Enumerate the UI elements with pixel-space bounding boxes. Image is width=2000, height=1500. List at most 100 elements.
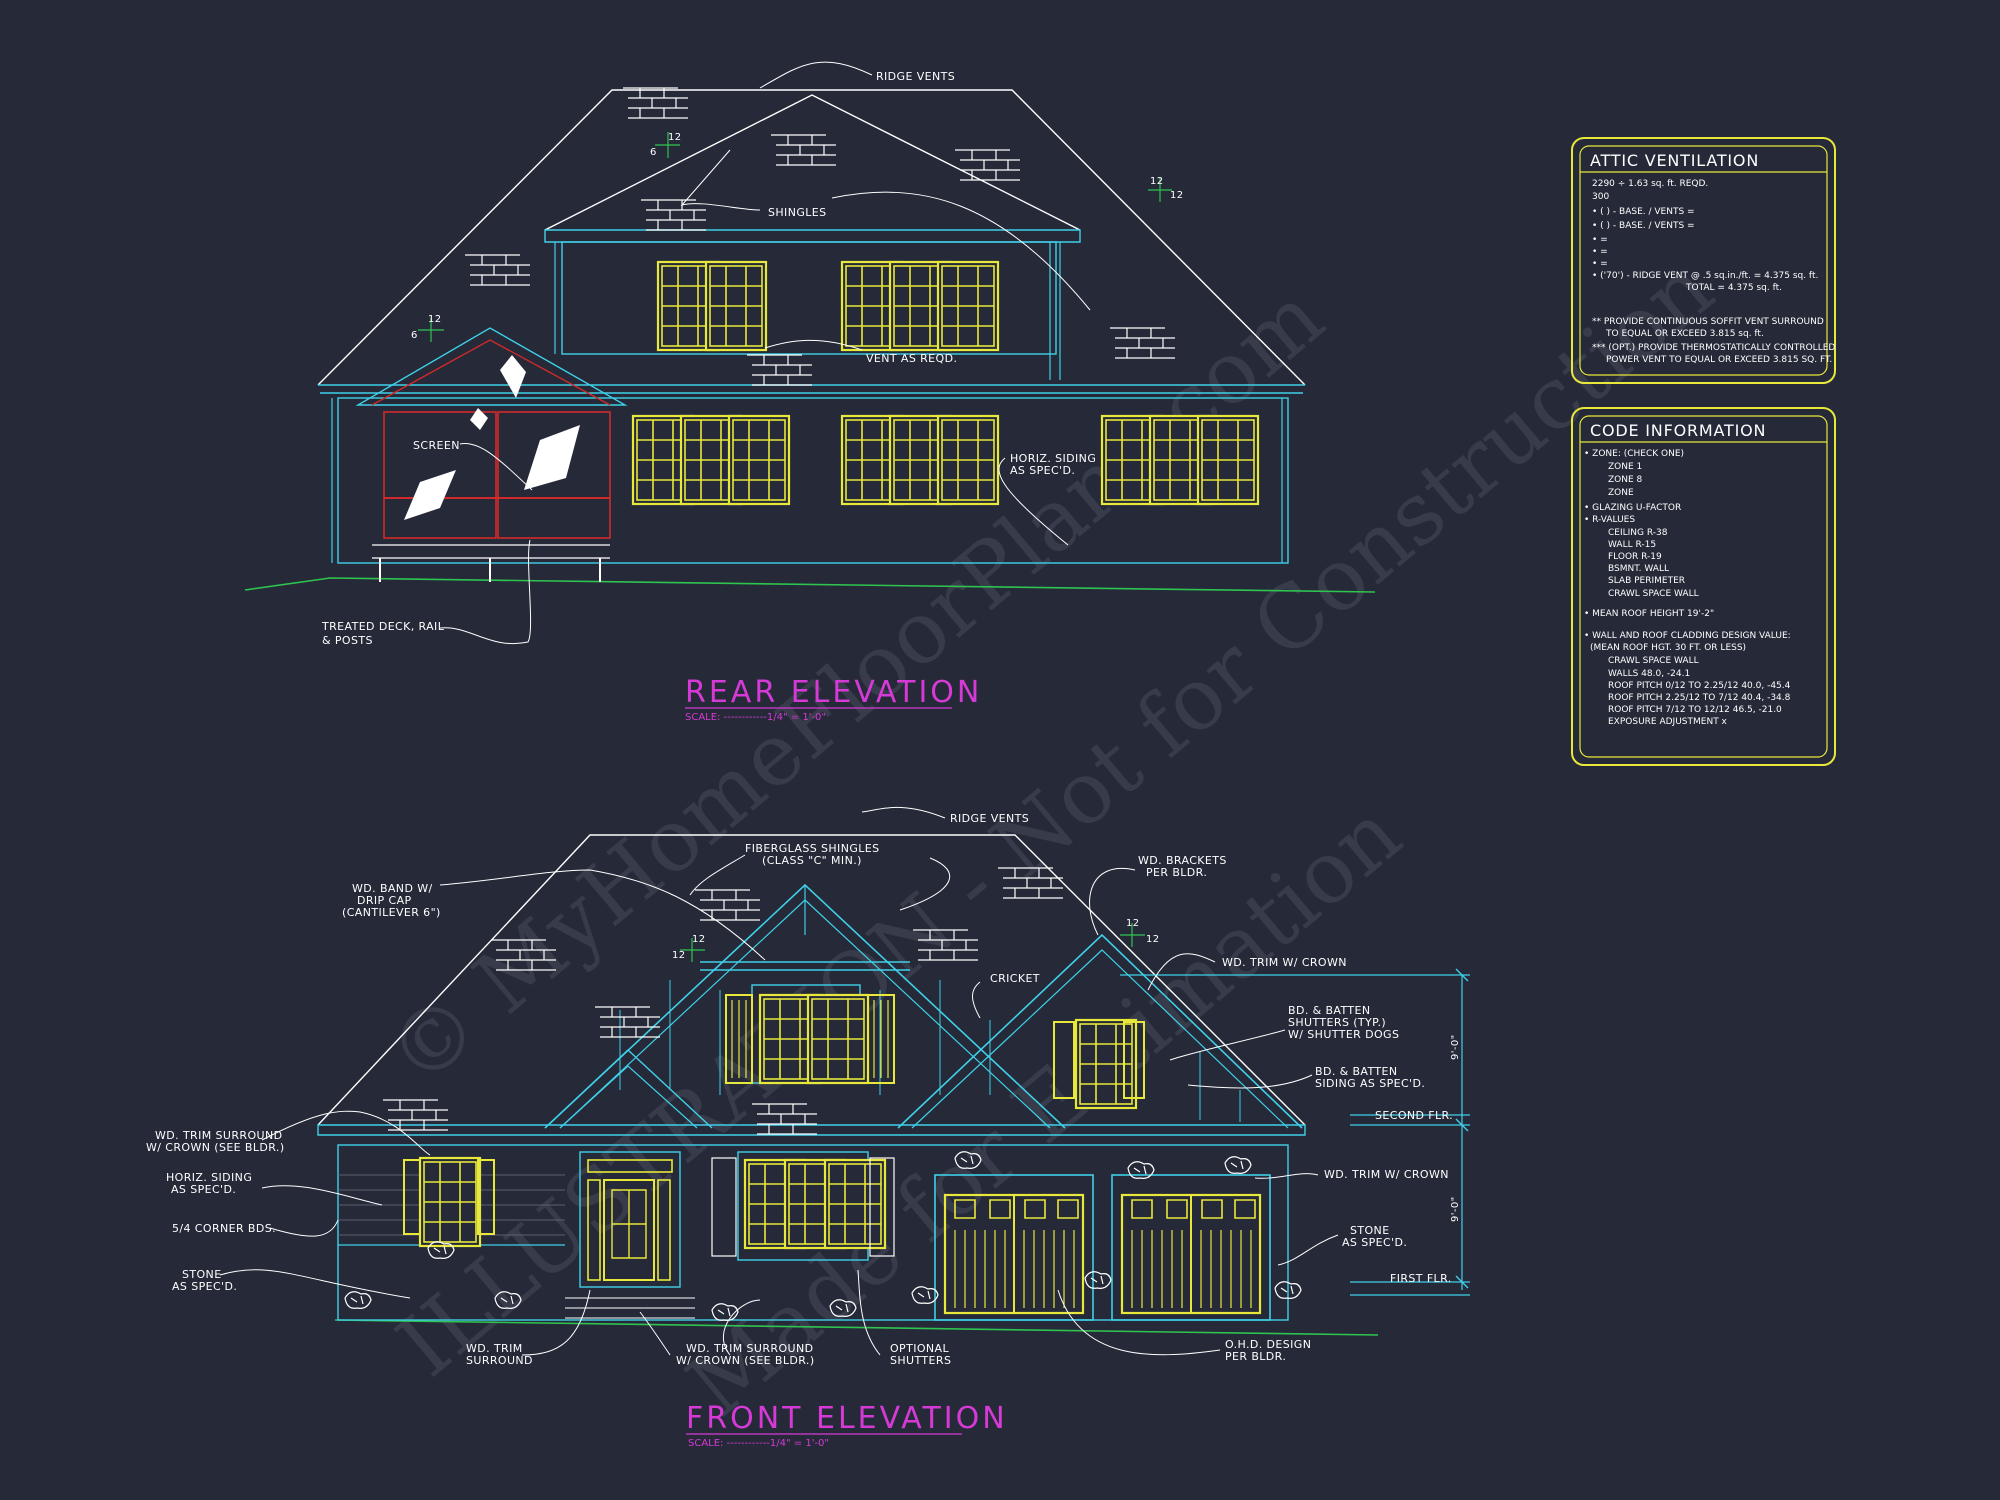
- code-line: WALL R-15: [1608, 540, 1656, 550]
- code-line: • WALL AND ROOF CLADDING DESIGN VALUE:: [1584, 631, 1791, 641]
- attic-line: 2290 ÷ 1.63 sq. ft. REQD.: [1592, 179, 1708, 189]
- label-deck: TREATED DECK, RAIL: [321, 620, 445, 633]
- watermark: © MyHomeFloorPlans.com ILLUSTRATION - No…: [369, 238, 1732, 1436]
- code-line: CRAWL SPACE WALL: [1608, 589, 1699, 599]
- code-line: ROOF PITCH 0/12 TO 2.25/12 40.0, -45.4: [1608, 681, 1791, 691]
- attic-line: TOTAL = 4.375 sq. ft.: [1685, 283, 1782, 293]
- attic-line: TO EQUAL OR EXCEED 3.815 sq. ft.: [1605, 329, 1764, 339]
- code-line: SLAB PERIMETER: [1608, 576, 1685, 586]
- rear-elevation-scale: SCALE: ------------1/4" = 1'-0": [685, 712, 826, 723]
- attic-line: ** PROVIDE CONTINUOUS SOFFIT VENT SURROU…: [1592, 317, 1824, 327]
- pitch-run: 6: [650, 147, 657, 158]
- code-line: • MEAN ROOF HEIGHT 19'-2": [1584, 609, 1714, 619]
- attic-line: POWER VENT TO EQUAL OR EXCEED 3.815 SQ. …: [1606, 355, 1832, 365]
- code-line: ROOF PITCH 7/12 TO 12/12 46.5, -21.0: [1608, 705, 1782, 715]
- pitch-rise: 12: [428, 314, 442, 325]
- dim-upper: 9'-0": [1450, 1034, 1461, 1060]
- code-line: • ZONE: (CHECK ONE): [1584, 449, 1684, 459]
- code-line: EXPOSURE ADJUSTMENT x: [1608, 717, 1728, 727]
- rear-elevation: 12 6 12 6 12 12 RIDGE VENTS SHINGLES VEN…: [244, 61, 1376, 723]
- label-optional-shutters: OPTIONAL: [890, 1342, 949, 1355]
- front-main-roof: [317, 834, 1306, 1126]
- label-wd-band: WD. BAND W/: [352, 882, 433, 895]
- code-line: ZONE 8: [1608, 475, 1643, 485]
- rear-elevation-title: REAR ELEVATION: [685, 675, 982, 710]
- code-line: ZONE: [1608, 488, 1634, 498]
- label-vent-as-reqd: VENT AS REQD.: [866, 352, 957, 365]
- label-trim-surround-bottom-2: W/ CROWN (SEE BLDR.): [676, 1354, 815, 1367]
- label-horiz-siding-front: HORIZ. SIDING: [166, 1171, 252, 1184]
- label-horiz-siding-2: AS SPEC'D.: [1010, 464, 1075, 477]
- label-deck-2: & POSTS: [322, 634, 373, 647]
- pitch-rise: 12: [692, 934, 706, 945]
- label-shutters: BD. & BATTEN: [1288, 1004, 1371, 1017]
- label-fiberglass-shingles-2: (CLASS "C" MIN.): [762, 854, 862, 867]
- label-ohd-design: O.H.D. DESIGN: [1225, 1338, 1311, 1351]
- attic-line: • ( ) - BASE. / VENTS =: [1592, 221, 1695, 231]
- label-batten-siding-2: SIDING AS SPEC'D.: [1315, 1077, 1425, 1090]
- label-wd-brackets-2: PER BLDR.: [1146, 866, 1207, 879]
- label-stone-right: STONE: [1350, 1224, 1390, 1237]
- attic-line: • =: [1592, 247, 1608, 257]
- code-line: • R-VALUES: [1584, 515, 1635, 525]
- label-trim-crown-lower: WD. TRIM W/ CROWN: [1324, 1168, 1449, 1181]
- label-wd-band-2: DRIP CAP: [357, 894, 412, 907]
- label-wd-trim-2: SURROUND: [466, 1354, 533, 1367]
- pitch-run: 12: [1170, 190, 1184, 201]
- code-line: CEILING R-38: [1608, 528, 1668, 538]
- label-horiz-siding: HORIZ. SIDING: [1010, 452, 1096, 465]
- label-trim-surround-bottom: WD. TRIM SURROUND: [686, 1342, 813, 1355]
- label-ridge-vents: RIDGE VENTS: [876, 70, 955, 83]
- label-screen: SCREEN: [413, 439, 460, 452]
- attic-line: *** (OPT.) PROVIDE THERMOSTATICALLY CONT…: [1592, 343, 1835, 353]
- label-horiz-siding-front-2: AS SPEC'D.: [171, 1183, 236, 1196]
- front-elevation-title: FRONT ELEVATION: [686, 1401, 1008, 1436]
- label-wd-trim: WD. TRIM: [466, 1342, 523, 1355]
- code-line: (MEAN ROOF HGT. 30 FT. OR LESS): [1590, 643, 1746, 653]
- attic-line: • =: [1592, 235, 1608, 245]
- label-shingles: SHINGLES: [768, 206, 827, 219]
- label-front-ridge-vents: RIDGE VENTS: [950, 812, 1029, 825]
- label-wd-brackets: WD. BRACKETS: [1138, 854, 1227, 867]
- pitch-run: 12: [1146, 934, 1160, 945]
- code-line: • GLAZING U-FACTOR: [1584, 503, 1681, 513]
- dim-lower: 9'-0": [1450, 1196, 1461, 1222]
- label-wd-band-3: (CANTILEVER 6"): [342, 906, 441, 919]
- label-corner-bds: 5/4 CORNER BDS.: [172, 1222, 276, 1235]
- code-line: FLOOR R-19: [1608, 552, 1662, 562]
- label-stone-left-2: AS SPEC'D.: [172, 1280, 237, 1293]
- code-line: BSMNT. WALL: [1608, 564, 1669, 574]
- front-elevation-scale: SCALE: ------------1/4" = 1'-0": [688, 1438, 829, 1449]
- front-ground-line: [334, 1319, 1379, 1336]
- pitch-run: 6: [411, 330, 418, 341]
- attic-ventilation-panel: ATTIC VENTILATION 2290 ÷ 1.63 sq. ft. RE…: [1571, 137, 1836, 384]
- label-batten-siding: BD. & BATTEN: [1315, 1065, 1398, 1078]
- code-line: ZONE 1: [1608, 462, 1642, 472]
- pitch-rise: 12: [1126, 918, 1140, 929]
- attic-line: • ( ) - BASE. / VENTS =: [1592, 207, 1695, 217]
- label-fiberglass-shingles: FIBERGLASS SHINGLES: [745, 842, 880, 855]
- code-information-panel: CODE INFORMATION • ZONE: (CHECK ONE) ZON…: [1571, 407, 1836, 766]
- code-information-heading: CODE INFORMATION: [1590, 421, 1766, 440]
- attic-line: 300: [1592, 192, 1609, 202]
- label-stone-left: STONE: [182, 1268, 222, 1281]
- code-line: CRAWL SPACE WALL: [1608, 656, 1699, 666]
- label-cricket: CRICKET: [990, 972, 1040, 985]
- label-trim-surround-left: WD. TRIM SURROUND: [155, 1129, 282, 1142]
- label-trim-surround-left-2: W/ CROWN (SEE BLDR.): [146, 1141, 285, 1154]
- attic-ventilation-heading: ATTIC VENTILATION: [1590, 151, 1759, 170]
- rear-main-roof: [317, 89, 1306, 386]
- code-line: WALLS 48.0, -24.1: [1608, 669, 1690, 679]
- attic-line: • ('70') - RIDGE VENT @ .5 sq.in./ft. = …: [1592, 271, 1818, 281]
- label-ohd-design-2: PER BLDR.: [1225, 1350, 1286, 1363]
- front-elevation: 12 12 12 12 9'-0" 9'-0": [146, 807, 1470, 1449]
- label-first-flr: FIRST FLR.: [1390, 1272, 1452, 1285]
- pitch-run: 12: [672, 950, 686, 961]
- pitch-rise: 12: [1150, 176, 1164, 187]
- rear-ground-line: [244, 577, 1376, 593]
- label-trim-crown-upper: WD. TRIM W/ CROWN: [1222, 956, 1347, 969]
- label-shutters-2: SHUTTERS (TYP.): [1288, 1016, 1386, 1029]
- label-optional-shutters-2: SHUTTERS: [890, 1354, 951, 1367]
- code-line: ROOF PITCH 2.25/12 TO 7/12 40.4, -34.8: [1608, 693, 1791, 703]
